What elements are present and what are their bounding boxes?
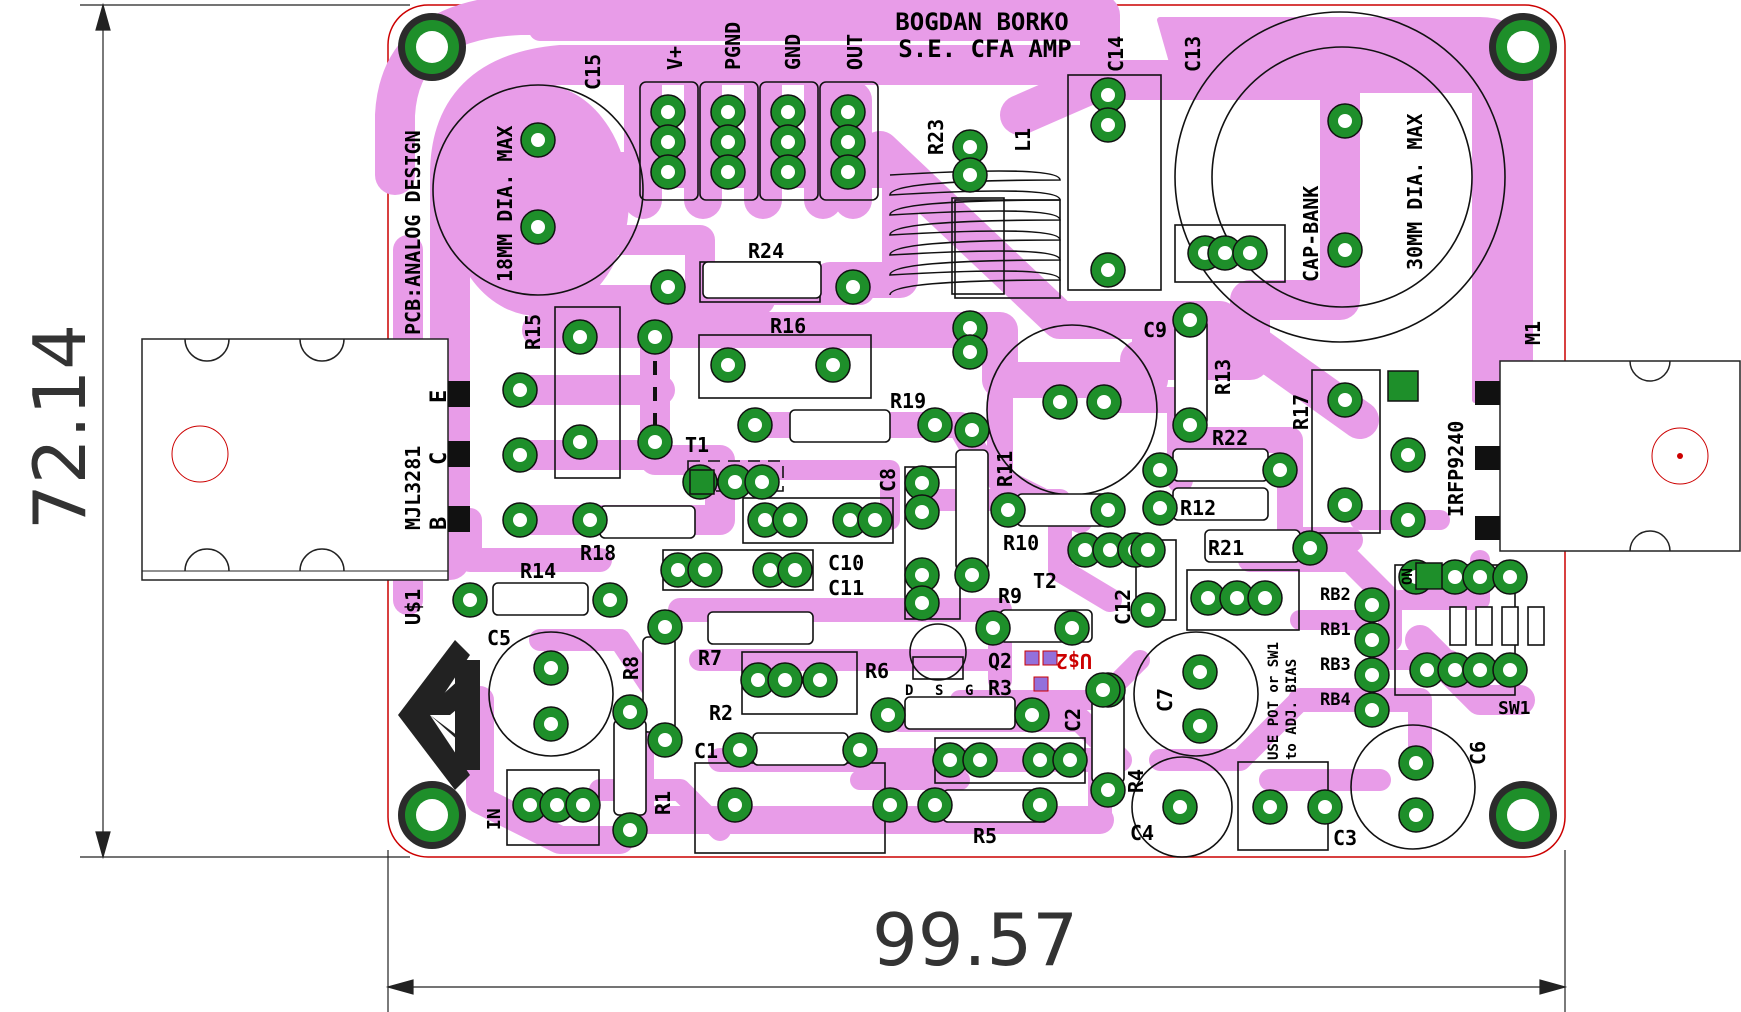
q2-pin-d: D xyxy=(905,683,913,699)
bias-note-line2: to ADJ. BIAS xyxy=(1284,659,1300,760)
c14-label: C14 xyxy=(1104,36,1128,72)
r18-label: R18 xyxy=(580,541,616,565)
rb1-label: RB1 xyxy=(1320,620,1351,640)
cap-bank-label: CAP-BANK xyxy=(1299,186,1323,282)
c8-label: C8 xyxy=(876,468,900,492)
logo-mark xyxy=(398,640,480,790)
credit-label: PCB:ANALOG DESIGN xyxy=(401,130,425,335)
r22-label: R22 xyxy=(1212,426,1248,450)
cap-bank-note: 30MM DIA. MAX xyxy=(1403,113,1427,270)
height-dimension: 72.14 xyxy=(18,324,102,530)
u1-pin-e: E xyxy=(427,390,452,403)
r4-label: R4 xyxy=(1124,769,1148,793)
mounting-hole xyxy=(1489,13,1557,81)
u1-part-label: MJL3281 xyxy=(401,446,425,530)
inductor-coil xyxy=(889,170,1061,296)
q2-label: Q2 xyxy=(988,649,1012,673)
mounting-hole xyxy=(1489,781,1557,849)
c5-label: C5 xyxy=(487,626,511,650)
u1-pin-b: B xyxy=(427,517,452,530)
connector-out-label: OUT xyxy=(843,34,867,70)
c7-label: C7 xyxy=(1153,688,1177,712)
mounting-hole xyxy=(398,13,466,81)
t2-label: T2 xyxy=(1033,569,1057,593)
r11-label: R11 xyxy=(993,451,1017,487)
dimension-lines xyxy=(80,2,1568,1012)
rb2-label: RB2 xyxy=(1320,585,1351,605)
r23-label: R23 xyxy=(924,119,948,155)
r24-label: R24 xyxy=(748,239,784,263)
q2-pin-g: G xyxy=(965,683,973,699)
r17-label: R17 xyxy=(1289,394,1313,430)
smd-markings xyxy=(1024,650,1058,692)
r2-label: R2 xyxy=(709,701,733,725)
connector-in-label: IN xyxy=(484,808,505,830)
c2-label: C2 xyxy=(1061,708,1085,732)
c13-label: C13 xyxy=(1181,36,1205,72)
rb3-label: RB3 xyxy=(1320,655,1351,675)
width-dimension: 99.57 xyxy=(872,898,1078,982)
c15-note: 18MM DIA. MAX xyxy=(493,125,517,282)
r1-label: R1 xyxy=(651,791,675,815)
connector-vplus-label: V+ xyxy=(663,46,687,70)
m1-part-label: IRFP9240 xyxy=(1444,421,1468,517)
c10-label: C10 xyxy=(828,551,864,575)
r7-label: R7 xyxy=(698,646,722,670)
inductor-label: L1 xyxy=(1011,128,1035,152)
board-title-line2: S.E. CFA AMP xyxy=(898,35,1071,63)
mounting-hole xyxy=(398,781,466,849)
r3-label: R3 xyxy=(988,676,1012,700)
c6-label: C6 xyxy=(1466,741,1490,765)
rb4-label: RB4 xyxy=(1320,690,1351,710)
r8-label: R8 xyxy=(619,656,643,680)
r6-label: R6 xyxy=(865,659,889,683)
sw1-label: SW1 xyxy=(1498,698,1531,719)
r14-label: R14 xyxy=(520,559,556,583)
sw1-on-label: ON xyxy=(1400,568,1416,585)
r13-label: R13 xyxy=(1211,359,1235,395)
r15-label: R15 xyxy=(521,314,545,350)
c1-label: C1 xyxy=(694,739,718,763)
r10-label: R10 xyxy=(1003,531,1039,555)
r12-label: R12 xyxy=(1180,496,1216,520)
r9-label: R9 xyxy=(998,584,1022,608)
connector-pgnd-label: PGND xyxy=(721,22,745,70)
u2-label: U$2 xyxy=(1056,649,1092,673)
heatsink-left xyxy=(141,338,470,581)
square-pads xyxy=(689,370,1443,590)
c9-label: C9 xyxy=(1143,318,1167,342)
r21-label: R21 xyxy=(1208,536,1244,560)
c12-label: C12 xyxy=(1111,589,1135,625)
t1-label: T1 xyxy=(685,433,709,457)
u1-ref-label: U$1 xyxy=(401,589,425,625)
c11-label: C11 xyxy=(828,576,864,600)
c15-label: C15 xyxy=(581,54,605,90)
u1-pin-c: C xyxy=(427,452,452,465)
c4-label: C4 xyxy=(1130,821,1154,845)
c3-label: C3 xyxy=(1333,826,1357,850)
r19-label: R19 xyxy=(890,389,926,413)
r16-label: R16 xyxy=(770,314,806,338)
m1-ref-label: M1 xyxy=(1521,321,1545,345)
q2-pin-s: S xyxy=(935,683,943,699)
heatsink-right xyxy=(1475,360,1741,552)
bias-note-line1: USE POT or SW1 xyxy=(1266,642,1282,760)
board-title-line1: BOGDAN BORKO xyxy=(895,8,1068,36)
connector-gnd-label: GND xyxy=(781,34,805,70)
r5-label: R5 xyxy=(973,824,997,848)
